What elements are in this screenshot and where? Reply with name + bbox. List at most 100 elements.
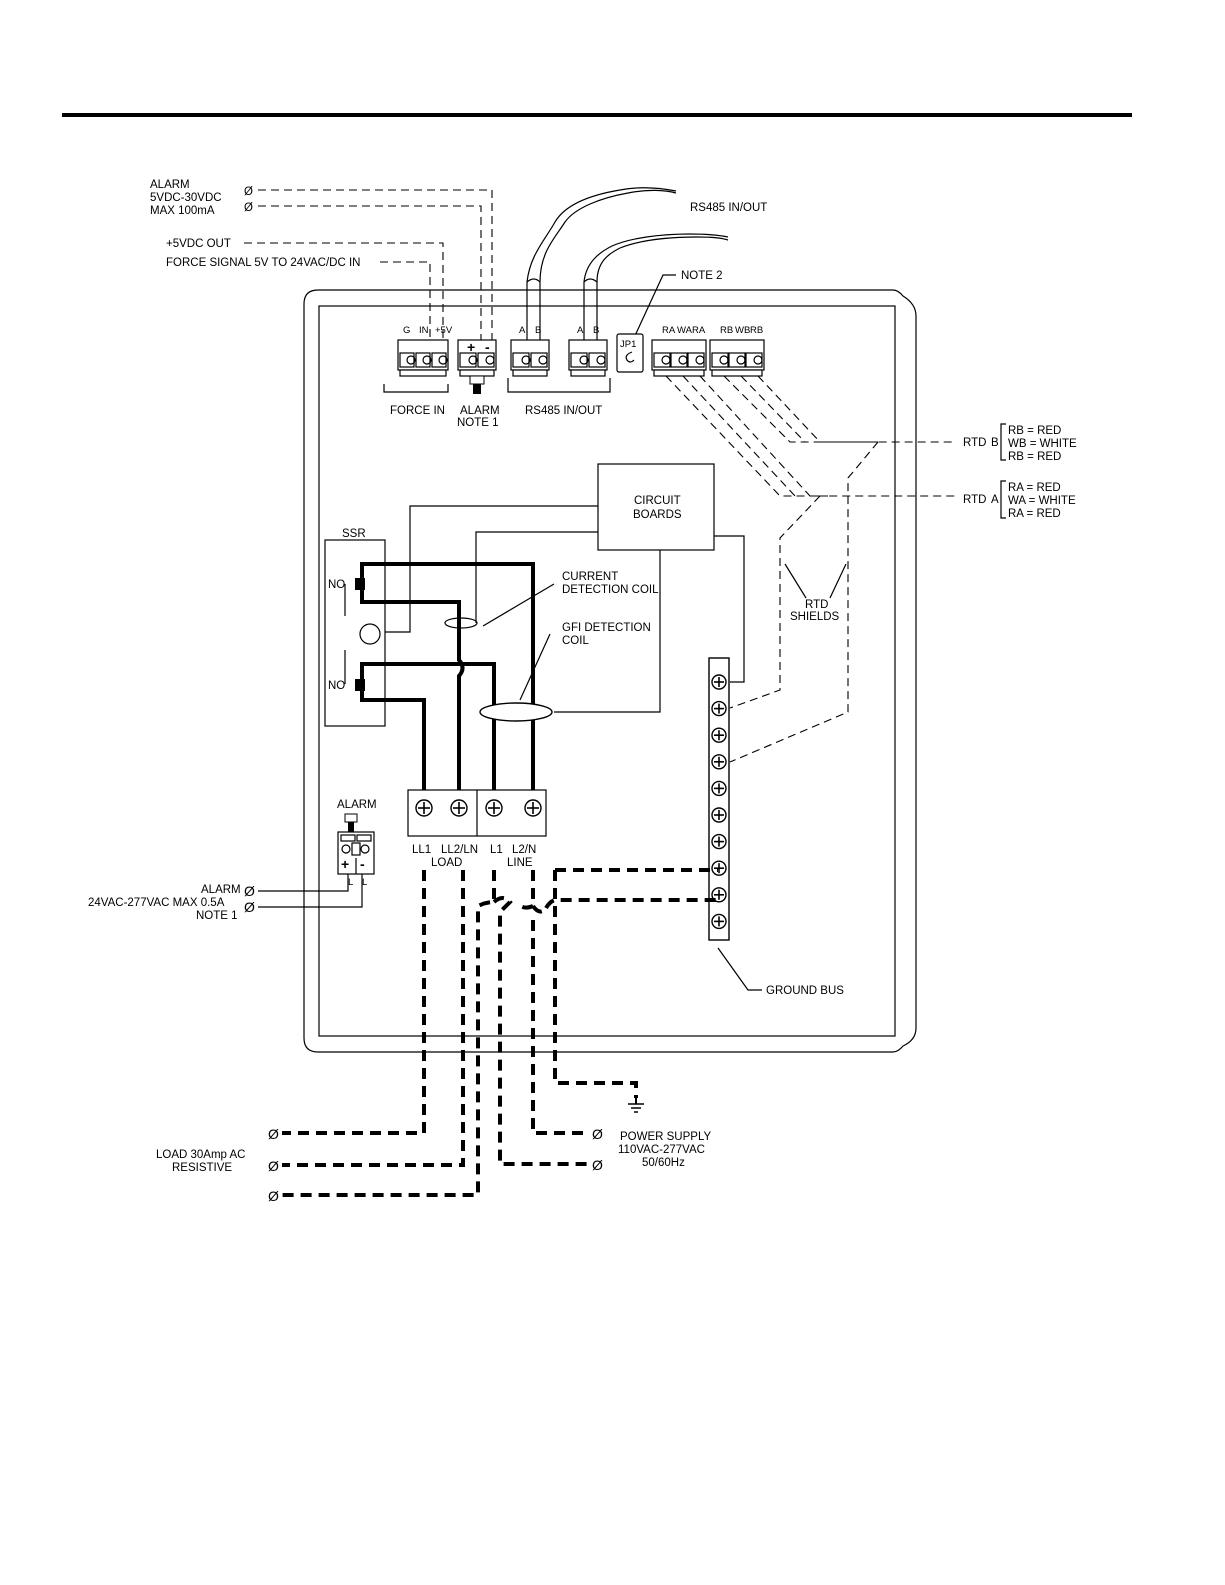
ground-bus-screw-icon xyxy=(711,700,727,717)
terminal-symbol: Ø xyxy=(244,186,253,198)
current-coil-label: DETECTION COIL xyxy=(562,584,659,596)
svg-text:RA = RED: RA = RED xyxy=(1008,482,1061,494)
terminal-symbol: Ø xyxy=(244,202,253,214)
field-wiring xyxy=(282,868,718,1197)
svg-text:RA = RED: RA = RED xyxy=(1008,508,1061,520)
rtd-shields-label: SHIELDS xyxy=(790,611,840,623)
ground-bus-screw-icon xyxy=(711,754,727,770)
terminal-symbol: Ø xyxy=(592,1126,603,1142)
control-wire-ssr xyxy=(380,505,598,633)
svg-text:B: B xyxy=(535,325,541,336)
ground-bus-leader xyxy=(717,947,762,991)
svg-text:WA = WHITE: WA = WHITE xyxy=(1008,495,1076,507)
alarm-low-wire-1 xyxy=(258,189,493,342)
svg-text:+5V: +5V xyxy=(435,325,453,336)
svg-text:NO: NO xyxy=(328,680,345,692)
rtd-shields-label: RTD xyxy=(805,599,828,611)
terminal-symbol: Ø xyxy=(592,1157,603,1173)
plus5-out-wire xyxy=(244,242,444,342)
svg-text:RB = RED: RB = RED xyxy=(1008,451,1061,463)
svg-text:RTD: RTD xyxy=(963,437,986,449)
power-terminal-screw-icon xyxy=(450,799,468,817)
svg-text:CIRCUIT: CIRCUIT xyxy=(634,495,681,507)
svg-text:LL2/LN: LL2/LN xyxy=(441,844,478,856)
power-supply-label: POWER SUPPLY xyxy=(620,1131,711,1143)
ssr-box: SSR NO NO xyxy=(324,528,386,727)
force-signal-label: FORCE SIGNAL 5V TO 24VAC/DC IN xyxy=(166,257,361,269)
force-in-bracket xyxy=(383,384,449,393)
terminal-symbol: Ø xyxy=(244,883,255,899)
earth-ground-icon xyxy=(628,1098,644,1113)
circuit-boards-box: CIRCUIT BOARDS xyxy=(597,463,715,551)
ground-bus-screw-icon xyxy=(711,807,727,823)
alarm-high-voltage-label: ALARM 24VAC-277VAC MAX 0.5A NOTE 1 xyxy=(88,884,241,922)
ground-bus-label: GROUND BUS xyxy=(766,985,844,997)
gfi-coil-label: GFI DETECTION xyxy=(562,622,651,634)
ground-bus-screw-icon xyxy=(711,860,727,876)
power-terminal-screw-icon xyxy=(485,799,503,817)
rtd-wires xyxy=(665,375,955,763)
gfi-detection-coil xyxy=(479,702,553,722)
alarm-group-label: ALARM xyxy=(460,405,500,417)
svg-text:A: A xyxy=(519,325,526,336)
force-in-label: FORCE IN xyxy=(390,405,445,417)
svg-text:LL1: LL1 xyxy=(412,844,431,856)
jp1-jumper: JP1 xyxy=(616,333,644,373)
terminal-symbol: Ø xyxy=(268,1158,279,1174)
svg-text:RB = RED: RB = RED xyxy=(1008,425,1061,437)
svg-text:MAX 100mA: MAX 100mA xyxy=(150,205,215,217)
svg-text:+: + xyxy=(467,339,475,355)
power-supply-label: 50/60Hz xyxy=(642,1157,685,1169)
svg-text:5VDC-30VDC: 5VDC-30VDC xyxy=(150,192,222,204)
ground-bus-screw-icon xyxy=(711,727,727,743)
svg-text:L: L xyxy=(362,877,367,888)
svg-text:A: A xyxy=(991,494,999,506)
power-terminal-screw-icon xyxy=(524,799,542,817)
rs485-terminal-1: A B xyxy=(510,325,550,377)
ground-bus-screw-icon xyxy=(711,833,727,850)
gfi-coil-label: COIL xyxy=(562,635,589,647)
svg-text:WB = WHITE: WB = WHITE xyxy=(1008,438,1077,450)
control-wire-current-coil xyxy=(475,531,598,623)
rs485-terminal-2: A B xyxy=(568,325,608,377)
svg-text:L: L xyxy=(348,877,353,888)
enclosure xyxy=(303,289,917,1053)
terminal-symbol: Ø xyxy=(268,1126,279,1142)
svg-text:NO: NO xyxy=(328,579,345,591)
svg-text:LINE: LINE xyxy=(507,857,533,869)
svg-text:RA: RA xyxy=(692,325,706,336)
note1-label: NOTE 1 xyxy=(457,417,499,429)
load-spec-label: RESISTIVE xyxy=(172,1162,232,1174)
alarm-low-voltage-label: ALARM 5VDC-30VDC MAX 100mA xyxy=(150,179,222,217)
ground-bus xyxy=(708,657,730,941)
svg-text:B: B xyxy=(991,437,999,449)
ground-bus-screw-icon xyxy=(711,674,727,690)
svg-text:JP1: JP1 xyxy=(620,339,636,350)
svg-text:LOAD: LOAD xyxy=(431,857,462,869)
svg-text:SSR: SSR xyxy=(342,528,366,540)
terminal-symbol: Ø xyxy=(268,1188,279,1204)
svg-text:RB: RB xyxy=(720,325,733,336)
svg-text:24VAC-277VAC MAX 0.5A: 24VAC-277VAC MAX 0.5A xyxy=(88,897,225,909)
alarm-terminal: + - xyxy=(457,339,497,394)
load-spec-label: LOAD 30Amp AC xyxy=(156,1149,245,1161)
plus5-out-label: +5VDC OUT xyxy=(166,238,231,250)
rs485-bracket xyxy=(507,378,611,393)
svg-text:WA: WA xyxy=(677,325,693,336)
power-supply-label: 110VAC-277VAC xyxy=(618,1144,705,1156)
svg-text:ALARM: ALARM xyxy=(337,799,377,811)
force-signal-wire xyxy=(380,261,431,342)
rtd-a-terminal: RA WA RA xyxy=(651,325,707,377)
rs485-group-label: RS485 IN/OUT xyxy=(525,405,602,417)
control-wire-ground xyxy=(714,535,745,683)
svg-text:A: A xyxy=(577,325,584,336)
svg-text:B: B xyxy=(593,325,599,336)
svg-text:RB: RB xyxy=(750,325,763,336)
current-coil-label: CURRENT xyxy=(562,571,618,583)
power-terminal-screw-icon xyxy=(415,799,433,817)
force-in-terminal: G IN +5V xyxy=(397,325,453,377)
svg-text:-: - xyxy=(360,856,365,872)
rs485-top-label: RS485 IN/OUT xyxy=(690,202,767,214)
svg-text:-: - xyxy=(485,339,490,355)
